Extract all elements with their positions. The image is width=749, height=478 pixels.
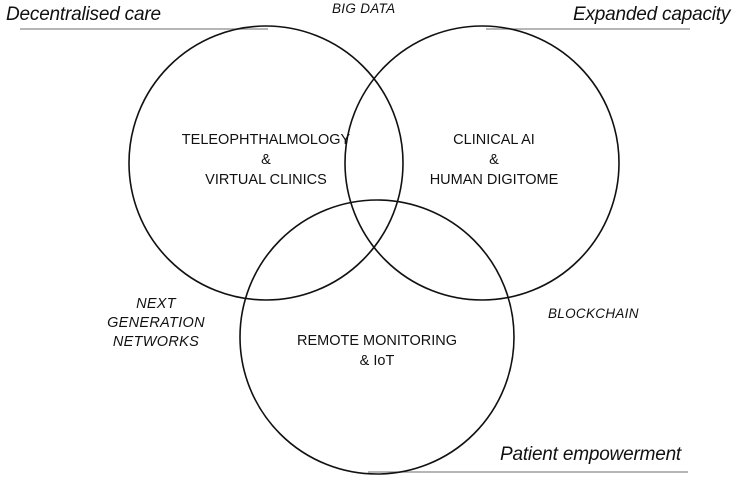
next-generation-networks-line-2: GENERATION (107, 315, 205, 331)
remote-monitoring-line-2: & IoT (359, 353, 395, 369)
circle-clinical-ai (344, 25, 620, 301)
decentralised-care-label: Decentralised care (6, 4, 161, 25)
teleophthalmology-line-2: & (261, 152, 271, 168)
circle-remote-monitoring (239, 199, 515, 475)
clinical-ai-line-3: HUMAN DIGITOME (429, 172, 559, 188)
big-data-label: BIG DATA (332, 1, 396, 16)
clinical-ai-line-1: CLINICAL AI (453, 132, 535, 148)
teleophthalmology-circle-label: TELEOPHTHALMOLOGY & VIRTUAL CLINICS (136, 130, 396, 190)
next-generation-networks-label: NEXT GENERATION NETWORKS (96, 295, 216, 352)
patient-empowerment-label: Patient empowerment (500, 444, 682, 465)
circle-teleophthalmology (128, 25, 404, 301)
remote-monitoring-line-1: REMOTE MONITORING (296, 333, 458, 349)
teleophthalmology-line-3: VIRTUAL CLINICS (205, 172, 327, 188)
teleophthalmology-line-1: TELEOPHTHALMOLOGY (181, 132, 351, 148)
blockchain-label: BLOCKCHAIN (548, 306, 639, 321)
remote-monitoring-circle-label: REMOTE MONITORING & IoT (267, 331, 487, 371)
clinical-ai-line-2: & (489, 152, 499, 168)
clinical-ai-circle-label: CLINICAL AI & HUMAN DIGITOME (394, 130, 594, 190)
next-generation-networks-line-3: NETWORKS (112, 334, 200, 350)
expanded-capacity-label: Expanded capacity (573, 4, 731, 25)
next-generation-networks-line-1: NEXT (136, 296, 176, 312)
